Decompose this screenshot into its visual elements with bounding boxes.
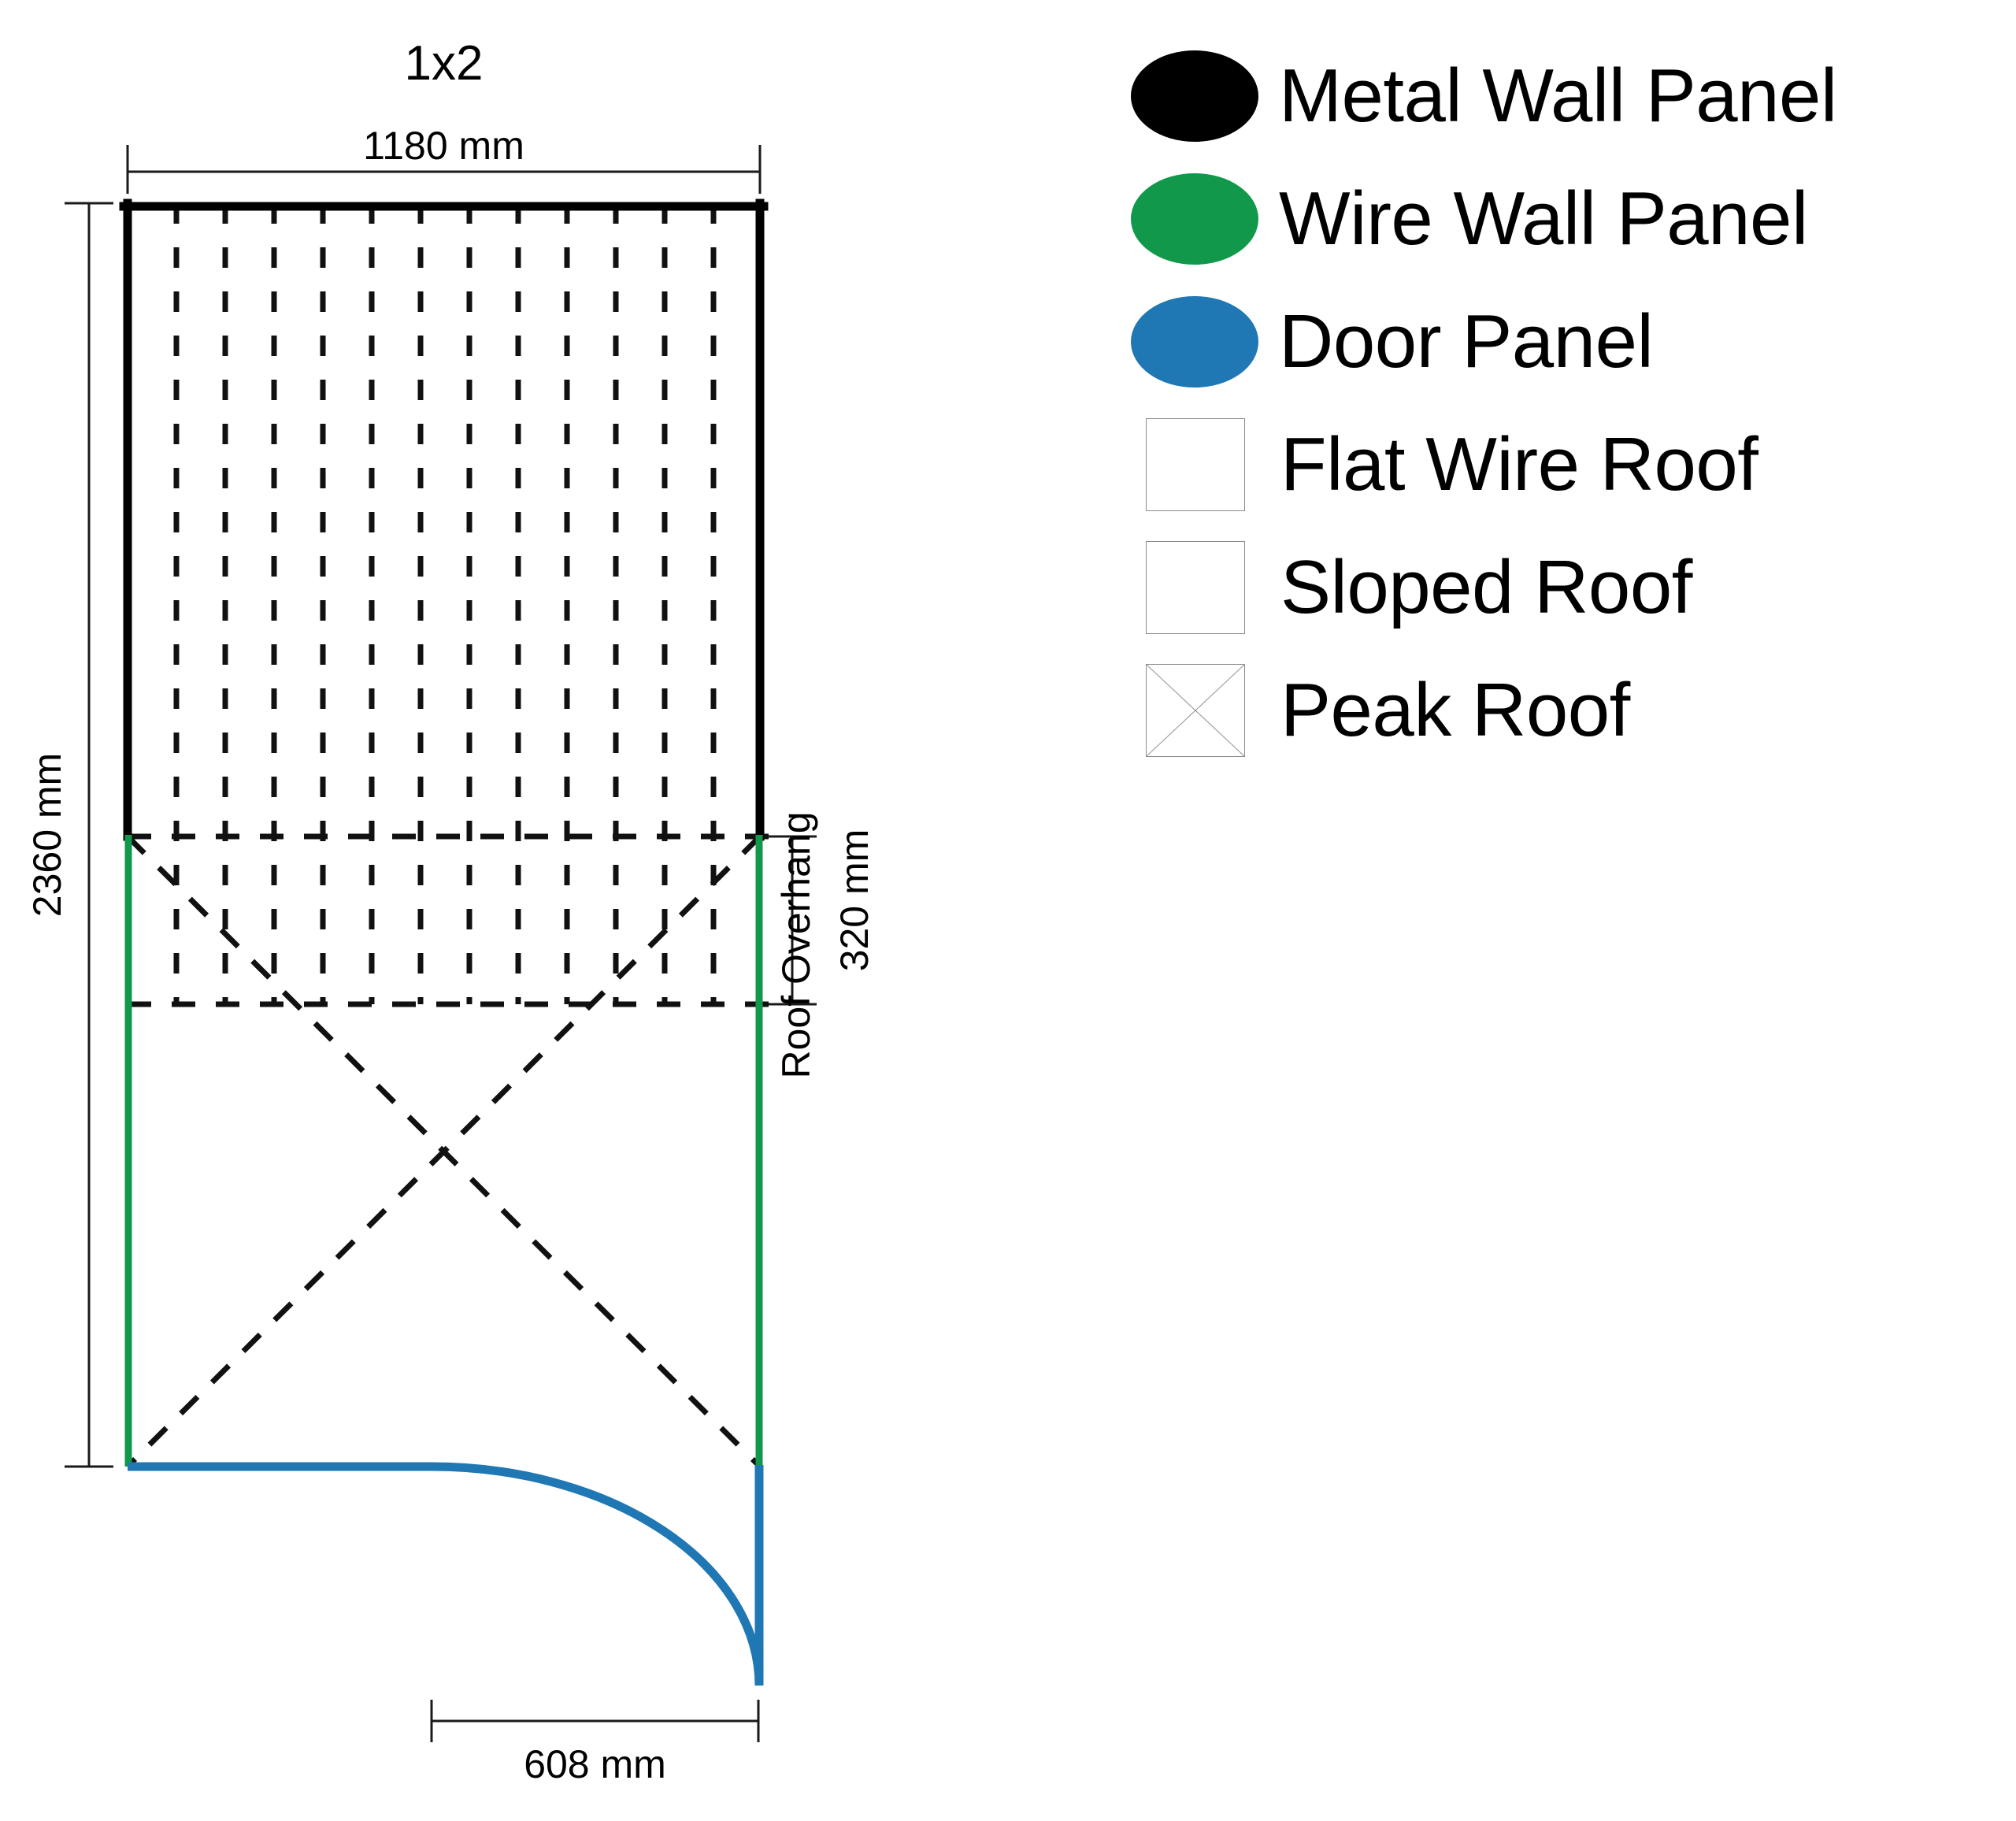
- roof-overhang-dimension: [768, 835, 817, 1006]
- legend-item-peak-roof[interactable]: Peak Roof: [1131, 649, 2005, 772]
- roof-overhang-text-label: Roof Overhang: [774, 811, 818, 1079]
- roof-overhang-band: [128, 833, 788, 1007]
- grid-pattern-icon: [1146, 418, 1245, 511]
- roof-overhang-value-label: 320 mm: [832, 829, 876, 972]
- legend-label-peak-roof: Peak Roof: [1280, 668, 1630, 752]
- legend-label-flat-wire-roof: Flat Wire Roof: [1280, 422, 1758, 506]
- legend-label-metal-wall-panel: Metal Wall Panel: [1279, 54, 1837, 138]
- plan-title: 1x2: [404, 36, 484, 91]
- height-dimension: [65, 202, 113, 1468]
- width-dimension: [126, 145, 762, 194]
- width-dimension-label: 1180 mm: [363, 124, 524, 168]
- legend: Metal Wall Panel Wire Wall Panel Door Pa…: [1131, 35, 2005, 772]
- legend-item-metal-wall-panel[interactable]: Metal Wall Panel: [1131, 35, 2005, 158]
- plan-drawing: 1x2 1180 mm 2360 mm 320 mm Roof Overhang…: [25, 36, 876, 1786]
- legend-label-sloped-roof: Sloped Roof: [1280, 545, 1692, 629]
- legend-item-wire-wall-panel[interactable]: Wire Wall Panel: [1131, 158, 2005, 280]
- cross-pattern-icon: [1146, 664, 1245, 757]
- plan-drawing-svg: [65, 145, 817, 1742]
- legend-label-door-panel: Door Panel: [1279, 299, 1654, 384]
- filled-circle-icon: [1131, 50, 1258, 142]
- filled-circle-icon: [1131, 296, 1258, 388]
- legend-label-wire-wall-panel: Wire Wall Panel: [1279, 176, 1808, 261]
- door-panel: [128, 1462, 764, 1686]
- sloped-roof-hatch: [173, 203, 717, 1004]
- wire-wall-panels: [124, 835, 763, 1467]
- filled-circle-icon: [1131, 173, 1258, 265]
- legend-item-door-panel[interactable]: Door Panel: [1131, 280, 2005, 403]
- legend-item-flat-wire-roof[interactable]: Flat Wire Roof: [1131, 403, 2005, 526]
- peak-roof-diagonals: [125, 834, 762, 1469]
- metal-wall-panels: [119, 198, 769, 841]
- door-width-dimension-label: 608 mm: [524, 1742, 666, 1786]
- door-width-dimension: [430, 1700, 760, 1742]
- vertical-lines-pattern-icon: [1146, 541, 1245, 634]
- legend-item-sloped-roof[interactable]: Sloped Roof: [1131, 526, 2005, 649]
- height-dimension-label: 2360 mm: [25, 752, 69, 918]
